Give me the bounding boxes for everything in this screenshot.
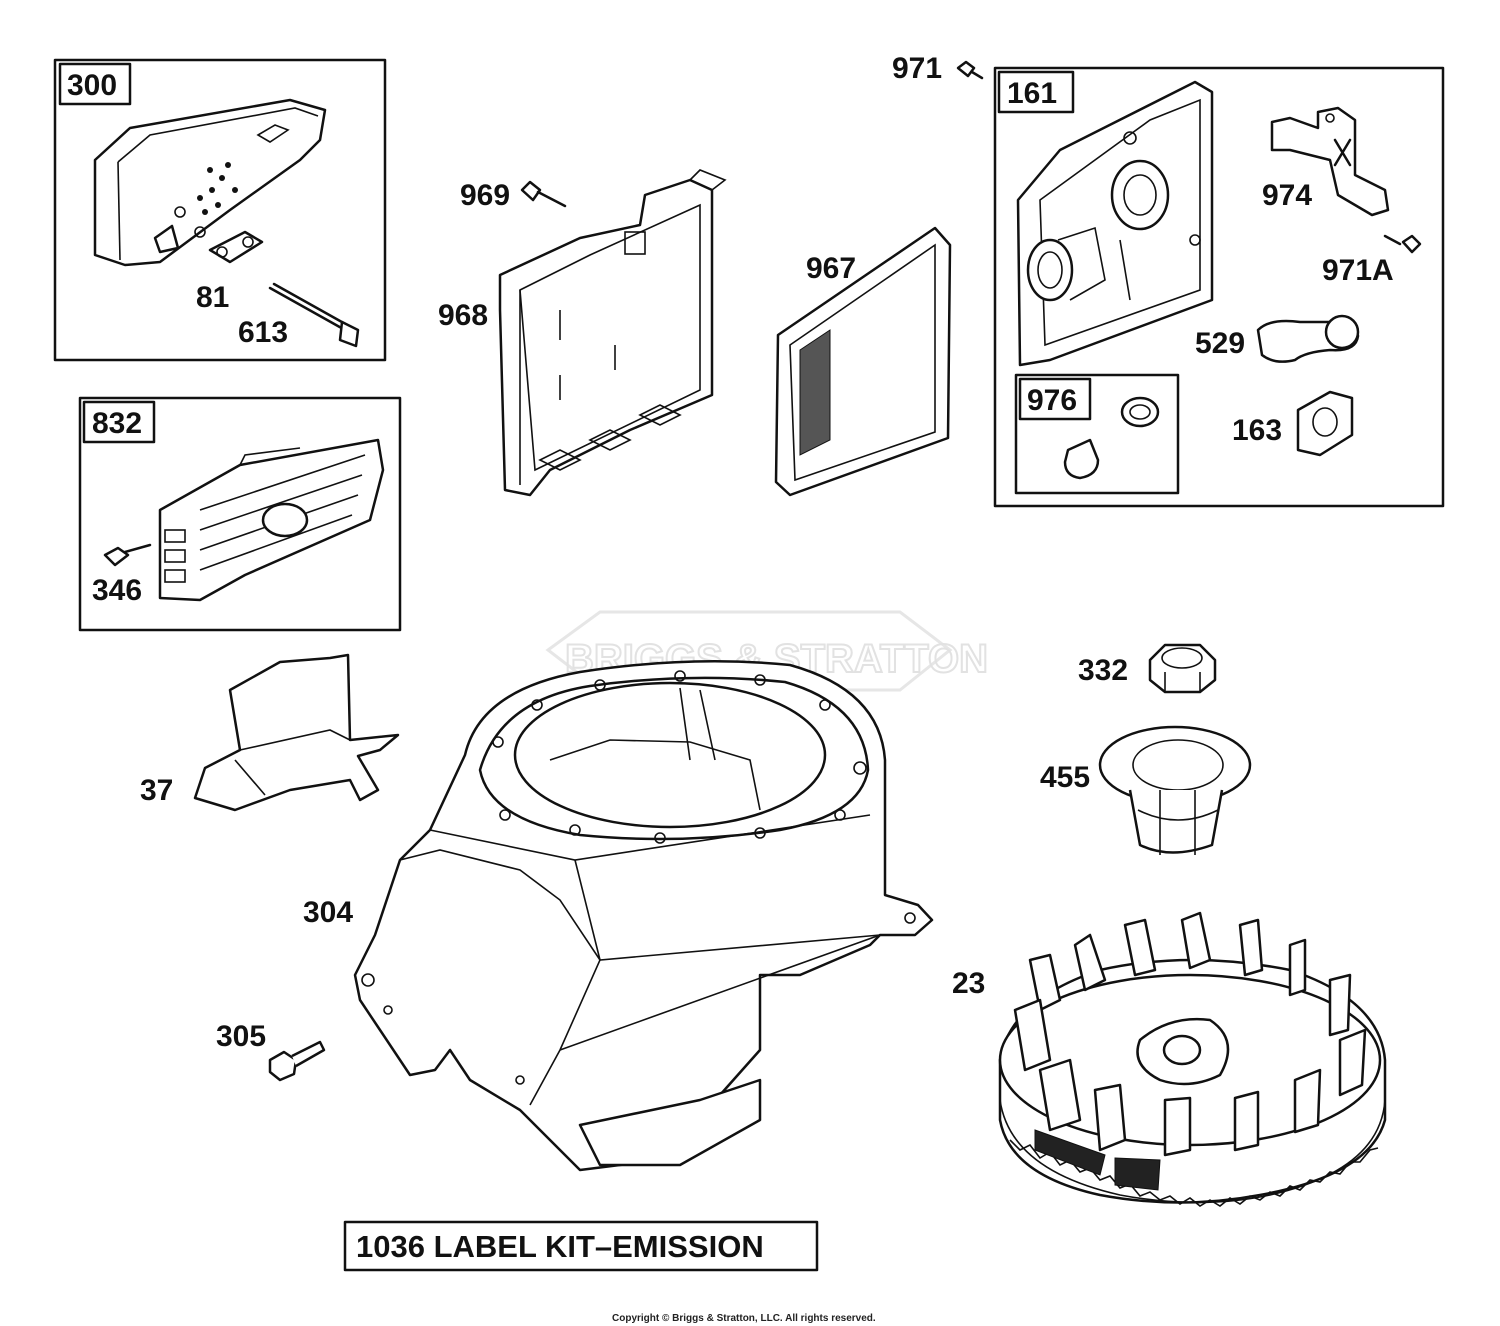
air-guide-37-part [193, 653, 400, 812]
callout-971a: 971A [1322, 254, 1394, 287]
callout-976: 976 [1027, 384, 1077, 417]
callout-967: 967 [806, 252, 856, 285]
callout-346: 346 [92, 574, 142, 607]
washer-81-part [208, 230, 264, 264]
starter-cup-455-part [1098, 725, 1252, 855]
callout-332: 332 [1078, 654, 1128, 687]
label-kit-text: 1036 LABEL KIT–EMISSION [356, 1229, 764, 1264]
callout-974: 974 [1262, 179, 1312, 212]
air-cleaner-base-part [498, 169, 727, 497]
muffler-group-box: 300 [53, 58, 387, 362]
callout-968: 968 [438, 299, 488, 332]
callout-37: 37 [140, 774, 173, 807]
guard-group-box: 832 [78, 396, 402, 632]
screw-305-part [268, 1040, 326, 1082]
callout-161: 161 [1007, 77, 1057, 110]
callout-23: 23 [952, 967, 985, 1000]
carburetor-body-part [1016, 80, 1214, 367]
screw-969-part [520, 180, 567, 208]
flywheel-23-part [998, 911, 1387, 1207]
air-filter-part [774, 226, 952, 497]
callout-304: 304 [303, 896, 353, 929]
copyright-notice: Copyright © Briggs & Stratton, LLC. All … [612, 1313, 876, 1324]
carburetor-group-box: 161 [993, 66, 1445, 508]
callout-971: 971 [892, 52, 942, 85]
callout-305: 305 [216, 1020, 266, 1053]
elbow-529-part [1256, 314, 1360, 363]
nut-332-part [1148, 643, 1217, 694]
callout-969: 969 [460, 179, 510, 212]
callout-455: 455 [1040, 761, 1090, 794]
callout-832: 832 [92, 407, 142, 440]
screw-971a-part [1383, 234, 1422, 254]
screw-971-part [956, 60, 984, 80]
callout-163: 163 [1232, 414, 1282, 447]
callout-529: 529 [1195, 327, 1245, 360]
callout-613: 613 [238, 316, 288, 349]
callout-300: 300 [67, 69, 117, 102]
primer-group-box: 976 [1014, 373, 1180, 495]
label-kit-box: 1036 LABEL KIT–EMISSION [343, 1220, 819, 1272]
blower-housing-part [353, 660, 934, 1172]
muffler-part [93, 98, 327, 267]
gasket-163-part [1296, 390, 1354, 457]
callout-81: 81 [196, 281, 229, 314]
muffler-guard-part [158, 438, 385, 602]
primer-bulb-part [1063, 396, 1160, 480]
bracket-974-part [1270, 106, 1390, 217]
screw-346-part [103, 543, 152, 567]
bolt-613-part [268, 282, 360, 348]
